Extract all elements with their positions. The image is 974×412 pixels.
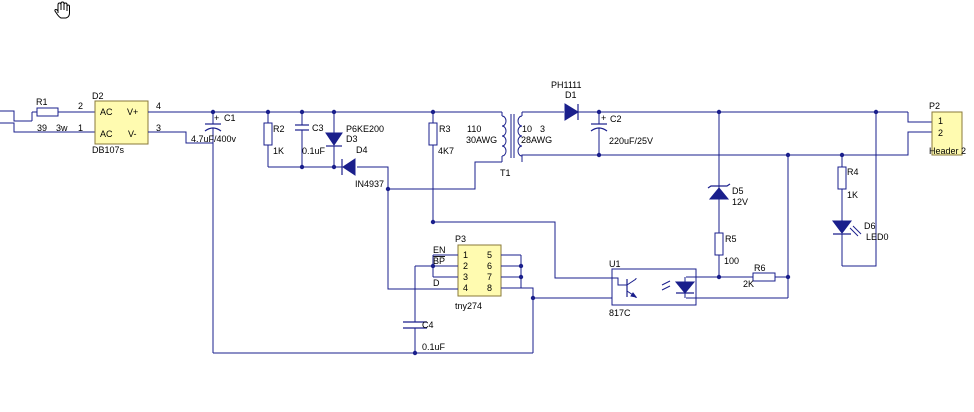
d2-ac2: AC [100, 129, 113, 139]
u1-ref: U1 [609, 259, 621, 269]
d2-pin2: 2 [78, 101, 83, 111]
r2-value: 1K [273, 146, 284, 156]
c3-ref: C3 [312, 123, 324, 133]
c1-polarity: + [214, 113, 219, 123]
d2-pin1: 1 [78, 123, 83, 133]
input-wires [0, 110, 95, 133]
p3-pin3: 3 [463, 272, 468, 282]
resistor-r4[interactable]: R4 1K [837, 155, 859, 221]
d5-ref: D5 [732, 186, 744, 196]
secondary-ground [521, 131, 932, 299]
feedback-wire [433, 221, 612, 279]
c1-value: 4.7uF/400v [191, 134, 237, 144]
capacitor-c2[interactable]: + C2 220uF/25V [590, 112, 653, 155]
t1-primary-wire: 30AWG [466, 135, 497, 145]
d2-vplus: V+ [127, 107, 138, 117]
diode-d4[interactable]: D4 IN4937 [341, 145, 384, 189]
c2-ref: C2 [610, 114, 622, 124]
r4-ref: R4 [847, 167, 859, 177]
d2-part: DB107s [92, 145, 125, 155]
d2-vminus: V- [128, 129, 137, 139]
tvs-diode-d3[interactable]: P6KE200 D3 [325, 112, 384, 167]
u1-part: 817C [609, 308, 631, 318]
hand-cursor-icon [54, 1, 70, 19]
c3-value: 0.1uF [302, 146, 326, 156]
junction-dots [210, 109, 879, 356]
p3-pin7: 7 [487, 272, 492, 282]
r4-value: 1K [847, 190, 858, 200]
d1-ref: D1 [565, 90, 577, 100]
capacitor-c3[interactable]: C3 0.1uF [295, 112, 326, 167]
p3-pin4: 4 [463, 283, 468, 293]
p3-pin2: 2 [463, 261, 468, 271]
diode-d1[interactable]: PH1111 D1 [551, 80, 582, 121]
p3-bp: BP [433, 256, 445, 266]
transformer-t1[interactable]: 110 30AWG 10 3 28AWG T1 [466, 112, 552, 178]
p3-pin1: 1 [463, 250, 468, 260]
p3-pin8: 8 [487, 283, 492, 293]
d5-value: 12V [732, 197, 748, 207]
r2-ref: R2 [273, 124, 285, 134]
r3-value: 4K7 [438, 146, 454, 156]
d6-part: LED0 [866, 232, 889, 242]
c2-polarity: + [601, 113, 606, 123]
resistor-r3[interactable]: R3 4K7 [428, 112, 454, 222]
r1-power: 3w [56, 123, 68, 133]
t1-ref: T1 [500, 168, 511, 178]
r1-value: 39 [37, 123, 47, 133]
p2-ref: P2 [929, 101, 940, 111]
controller-ic-p3[interactable]: P3 tny274 EN BP D 1 2 3 4 5 6 7 8 [433, 234, 502, 311]
ic-pin-wiring [414, 254, 612, 353]
t1-secondary-turns: 10 [522, 124, 532, 134]
d3-part: P6KE200 [346, 124, 384, 134]
r6-ref: R6 [754, 263, 766, 273]
capacitor-c1[interactable]: + C1 4.7uF/400v [191, 112, 237, 353]
d2-ref: D2 [92, 91, 104, 101]
d6-ref: D6 [864, 221, 876, 231]
d2-pin4: 4 [156, 101, 161, 111]
r6-value: 2K [743, 279, 754, 289]
resistor-r1[interactable]: R1 39 3w [31, 97, 68, 133]
header-p2[interactable]: 1 2 P2 Header 2 [929, 101, 966, 156]
c4-value: 0.1uF [422, 342, 446, 352]
t1-primary-turns: 110 [467, 124, 481, 134]
optocoupler-u1[interactable]: U1 817C [609, 259, 697, 318]
d2-pin3: 3 [156, 123, 161, 133]
resistor-r2[interactable]: R2 1K [263, 112, 285, 167]
c2-value: 220uF/25V [609, 136, 653, 146]
hv-rail [148, 111, 502, 144]
resistor-r5[interactable]: R5 100 [714, 232, 739, 277]
output-rail [522, 111, 932, 123]
p3-pin5: 5 [487, 250, 492, 260]
clamp-network [268, 161, 502, 290]
p3-part: tny274 [455, 301, 482, 311]
bridge-rectifier-d2[interactable]: D2 AC AC V+ V- 2 1 4 3 DB107s [78, 91, 161, 155]
d4-part: IN4937 [355, 179, 384, 189]
d3-ref: D3 [346, 134, 358, 144]
zener-diode-d5[interactable]: D5 12V [707, 112, 748, 233]
t1-secondary-wire: 28AWG [521, 135, 552, 145]
p3-pin6: 6 [487, 261, 492, 271]
c4-ref: C4 [422, 320, 434, 330]
r5-ref: R5 [725, 234, 737, 244]
p2-part: Header 2 [929, 146, 966, 156]
r5-value: 100 [724, 256, 739, 266]
d4-ref: D4 [356, 145, 368, 155]
p2-pin1: 1 [938, 116, 943, 126]
r1-ref: R1 [36, 97, 48, 107]
capacitor-c4[interactable]: C4 0.1uF [403, 320, 446, 353]
p2-pin2: 2 [938, 128, 943, 138]
led-d6[interactable]: D6 LED0 [832, 112, 889, 267]
r3-ref: R3 [439, 124, 451, 134]
c1-ref: C1 [224, 113, 236, 123]
d2-ac1: AC [100, 107, 113, 117]
t1-aux: 3 [540, 124, 545, 134]
resistor-r6[interactable]: R6 2K [686, 263, 788, 289]
d1-part: PH1111 [551, 80, 582, 90]
p3-en: EN [433, 245, 446, 255]
p3-d: D [433, 278, 440, 288]
p3-ref: P3 [455, 234, 466, 244]
